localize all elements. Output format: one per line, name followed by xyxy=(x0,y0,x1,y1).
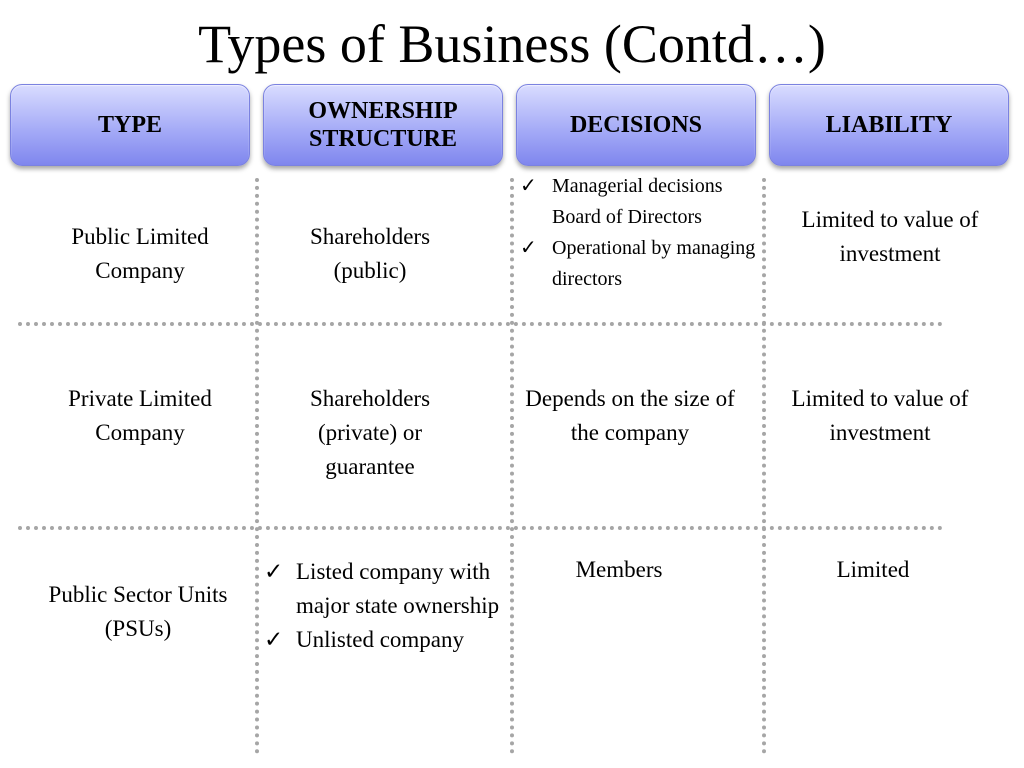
row2-type: Private Limited Company xyxy=(68,386,212,445)
row-divider xyxy=(18,526,943,530)
row1-ownership: Shareholders (public) xyxy=(309,224,431,283)
column-divider xyxy=(762,178,766,754)
checkmark-icon: ✓ xyxy=(264,627,284,652)
header-ownership-label: OWNERSHIP STRUCTURE xyxy=(308,98,458,152)
header-decisions: DECISIONS xyxy=(516,84,756,166)
header-liability: LIABILITY xyxy=(769,84,1009,166)
row3-liability: Limited xyxy=(836,557,910,582)
column-divider xyxy=(510,178,514,754)
row3-type: Public Sector Units (PSUs) xyxy=(48,582,228,641)
list-item: ✓ Unlisted company xyxy=(258,623,508,657)
row3-decisions: Members xyxy=(575,557,663,582)
list-item: ✓ Operational by managing directors xyxy=(514,233,758,295)
row2-liability: Limited to value of investment xyxy=(791,386,969,445)
row3-ownership-bullet-1: Listed company with major state ownershi… xyxy=(296,559,500,618)
column-divider xyxy=(255,178,259,754)
header-type-label: TYPE xyxy=(97,112,162,138)
row1-decisions-list: ✓ Managerial decisions Board of Directors… xyxy=(514,171,758,295)
row2-ownership: Shareholders (private) or guarantee xyxy=(309,386,431,479)
checkmark-icon: ✓ xyxy=(520,237,537,259)
row-divider xyxy=(18,322,943,326)
row1-decision-bullet-2: Operational by managing directors xyxy=(552,237,756,290)
checkmark-icon: ✓ xyxy=(264,559,284,584)
row2-decisions: Depends on the size of the company xyxy=(525,386,735,445)
row3-ownership-bullet-2: Unlisted company xyxy=(296,627,464,652)
row1-liability: Limited to value of investment xyxy=(801,207,979,266)
header-liability-label: LIABILITY xyxy=(825,112,953,138)
row3-ownership-list: ✓ Listed company with major state ownersh… xyxy=(258,555,508,657)
row1-decision-bullet-1: Managerial decisions Board of Directors xyxy=(552,175,723,228)
checkmark-icon: ✓ xyxy=(520,175,537,197)
list-item: ✓ Managerial decisions Board of Directors xyxy=(514,171,758,233)
header-ownership-structure: OWNERSHIP STRUCTURE xyxy=(263,84,503,166)
list-item: ✓ Listed company with major state ownersh… xyxy=(258,555,508,623)
header-decisions-label: DECISIONS xyxy=(569,112,703,138)
header-type: TYPE xyxy=(10,84,250,166)
row1-type: Public Limited Company xyxy=(71,224,209,283)
slide-title: Types of Business (Contd…) xyxy=(198,14,826,74)
